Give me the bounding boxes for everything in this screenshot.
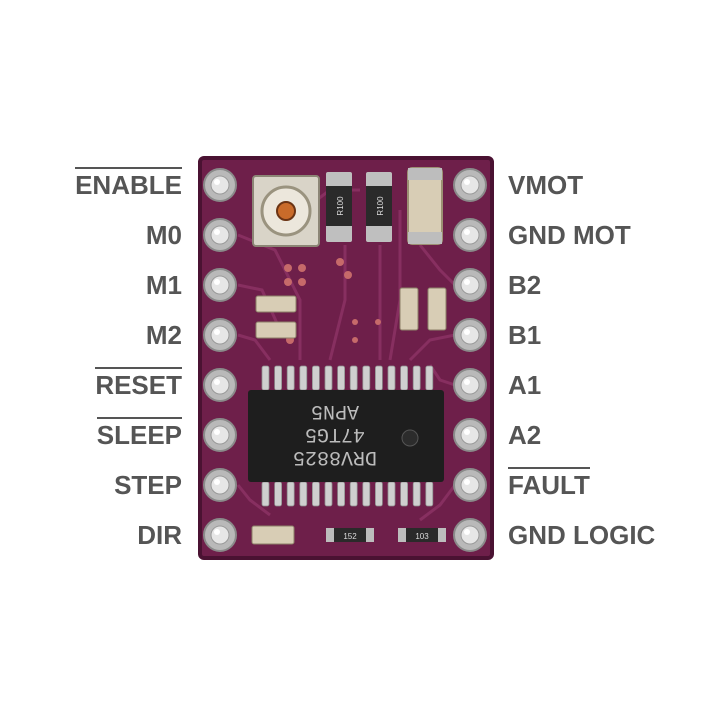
- chip-leg-top-1: [261, 365, 270, 391]
- resistor-r1-label: R100: [336, 196, 345, 216]
- chip-leg-bottom-10: [374, 481, 383, 507]
- drv8825-chip: DRV8825 47TG5 APN5: [248, 390, 444, 482]
- chip-leg-top-2: [274, 365, 283, 391]
- right-pin-label-a2: A2: [508, 420, 542, 450]
- resistor-r2: R100: [366, 172, 392, 242]
- chip-leg-bottom-6: [324, 481, 333, 507]
- right-pin-label-b1: B1: [508, 320, 542, 350]
- right-pin-label-gnd-logic: GND LOGIC: [508, 520, 656, 550]
- potentiometer: [252, 175, 320, 247]
- left-pin-label-sleep: SLEEP: [96, 417, 182, 450]
- right-pin-label-fault: FAULT: [508, 467, 590, 500]
- right-pin-pad-6: [453, 418, 487, 452]
- chip-leg-bottom-14: [425, 481, 434, 507]
- resistor-bottom-left: [251, 525, 295, 545]
- chip-line3: APN5: [311, 399, 359, 422]
- right-pin-pad-5: [453, 368, 487, 402]
- chip-leg-top-6: [324, 365, 333, 391]
- chip-leg-bottom-1: [261, 481, 270, 507]
- left-header-pins: [203, 168, 237, 552]
- chip-leg-top-9: [362, 365, 371, 391]
- left-pin-pad-2: [203, 218, 237, 252]
- vias: [284, 258, 381, 344]
- chip-leg-bottom-13: [412, 481, 421, 507]
- resistor-103-label: 103: [415, 532, 429, 541]
- chip-leg-bottom-5: [311, 481, 320, 507]
- right-pin-label-gnd-mot: GND MOT: [508, 220, 631, 250]
- left-pin-pad-5: [203, 368, 237, 402]
- left-pin-pad-7: [203, 468, 237, 502]
- resistor-103: 103: [398, 528, 446, 542]
- chip-leg-top-7: [337, 365, 346, 391]
- left-pin-label-reset: RESET: [95, 367, 182, 400]
- chip-leg-top-10: [374, 365, 383, 391]
- right-header-pins: [453, 168, 487, 552]
- chip-leg-bottom-4: [299, 481, 308, 507]
- chip-leg-bottom-8: [349, 481, 358, 507]
- left-pin-label-dir: DIR: [137, 520, 182, 550]
- left-pin-label-m1: M1: [145, 270, 182, 300]
- resistor-r1: R100: [326, 172, 352, 242]
- right-pin-pad-3: [453, 268, 487, 302]
- left-pin-label-m2: M2: [145, 320, 182, 350]
- right-pin-pad-4: [453, 318, 487, 352]
- left-pin-label-step: STEP: [114, 470, 182, 500]
- left-pin-pad-4: [203, 318, 237, 352]
- chip-part-number: DRV8825: [293, 445, 377, 468]
- chip-leg-top-13: [412, 365, 421, 391]
- left-pin-pad-8: [203, 518, 237, 552]
- chip-leg-bottom-9: [362, 481, 371, 507]
- left-pin-label-m0: M0: [145, 220, 182, 250]
- chip-leg-bottom-12: [400, 481, 409, 507]
- right-pin-pad-1: [453, 168, 487, 202]
- right-pin-label-b2: B2: [508, 270, 542, 300]
- chip-legs: [261, 365, 434, 507]
- pcb-edge-shade: [198, 156, 494, 560]
- left-pin-pad-1: [203, 168, 237, 202]
- chip-leg-top-3: [286, 365, 295, 391]
- chip-leg-top-11: [387, 365, 396, 391]
- resistor-152-label: 152: [343, 532, 357, 541]
- right-pin-label-a1: A1: [508, 370, 542, 400]
- right-pin-label-vmot: VMOT: [508, 170, 584, 200]
- chip-leg-top-12: [400, 365, 409, 391]
- chip-leg-top-8: [349, 365, 358, 391]
- resistor-r2-label: R100: [376, 196, 385, 216]
- chip-leg-bottom-7: [337, 481, 346, 507]
- resistor-152: 152: [326, 528, 374, 542]
- capacitor-large: [407, 167, 443, 245]
- smd-capacitors: [255, 287, 447, 339]
- chip-leg-bottom-3: [286, 481, 295, 507]
- chip-leg-top-5: [311, 365, 320, 391]
- chip-leg-top-4: [299, 365, 308, 391]
- right-pin-pad-7: [453, 468, 487, 502]
- left-pin-label-enable: ENABLE: [75, 167, 182, 200]
- right-pin-pad-8: [453, 518, 487, 552]
- chip-leg-top-14: [425, 365, 434, 391]
- left-pin-pad-3: [203, 268, 237, 302]
- right-pin-pad-2: [453, 218, 487, 252]
- left-pin-pad-6: [203, 418, 237, 452]
- chip-leg-bottom-2: [274, 481, 283, 507]
- chip-line2: 47TG5: [305, 422, 365, 445]
- chip-leg-bottom-11: [387, 481, 396, 507]
